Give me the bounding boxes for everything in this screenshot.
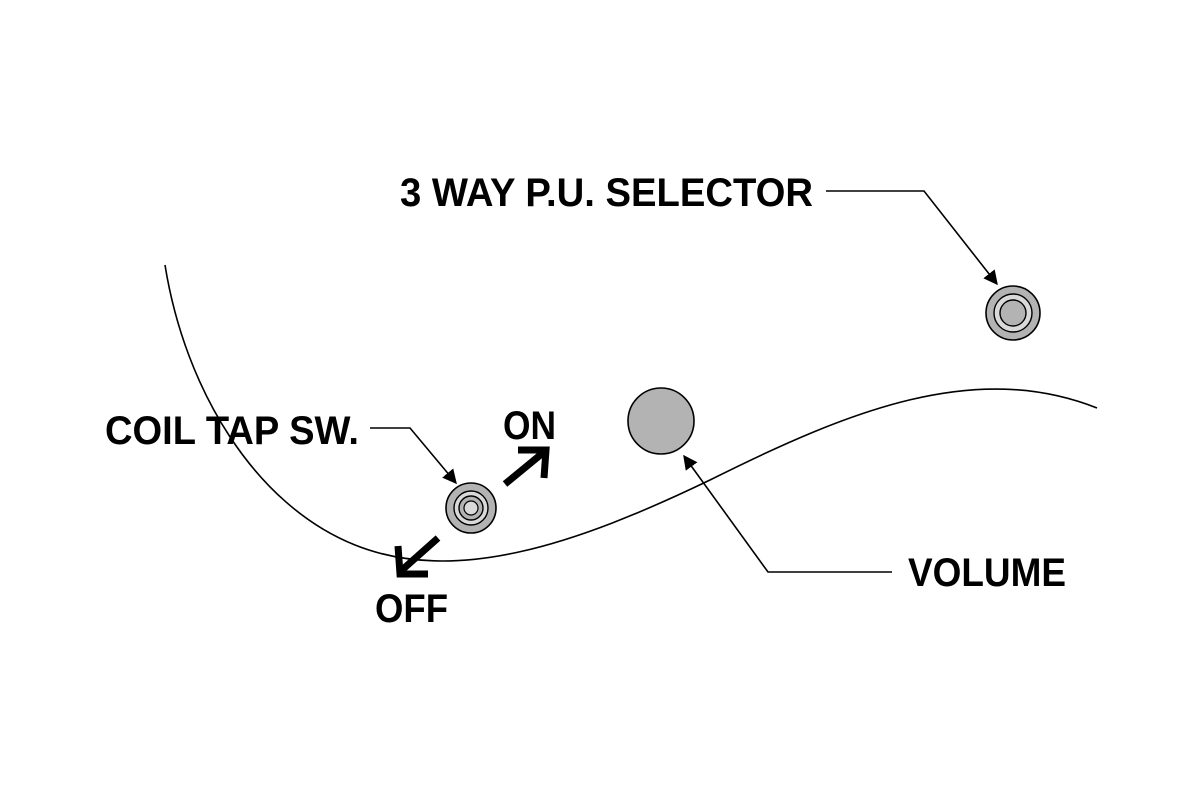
coil-tap-leader-line <box>370 427 457 485</box>
on-direction-arrow-icon <box>502 446 550 487</box>
pickup-selector-label: 3 WAY P.U. SELECTOR <box>400 171 813 215</box>
coil-tap-switch-label: COIL TAP SW. <box>105 409 359 453</box>
volume-label: VOLUME <box>908 551 1066 595</box>
volume-knob-icon <box>627 387 695 455</box>
off-direction-arrow-icon <box>394 535 441 578</box>
on-label: ON <box>503 404 556 448</box>
pickup-selector-leader-line <box>826 190 998 286</box>
coil-tap-switch-icon <box>445 482 497 534</box>
volume-leader-line <box>683 454 892 573</box>
off-label: OFF <box>375 587 448 631</box>
body-edge-curve <box>164 264 1098 562</box>
pickup-selector-switch-icon <box>985 285 1041 341</box>
